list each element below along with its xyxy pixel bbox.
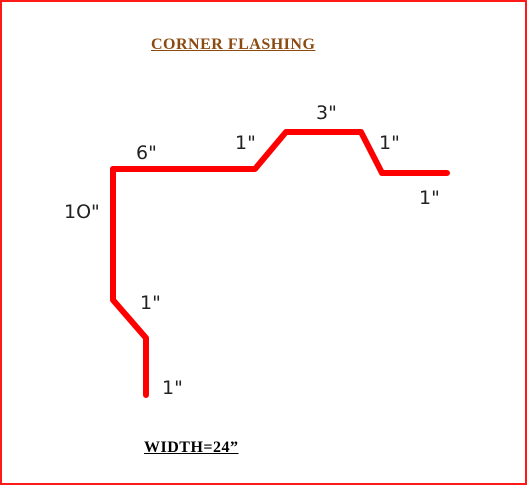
- dimension-top-flat: 3": [316, 102, 337, 124]
- width-label: WIDTH=24”: [144, 439, 239, 456]
- dimension-rise-left: 1": [235, 132, 256, 154]
- flashing-profile-leg: [110, 166, 149, 398]
- dimension-drop-right: 1": [379, 132, 400, 154]
- flashing-profile-line: [110, 129, 450, 176]
- dimension-lower-bend: 1": [140, 292, 161, 314]
- dimension-vertical: 1O": [64, 201, 100, 223]
- dimension-right-leg: 1": [419, 187, 440, 209]
- drawing-title: CORNER FLASHING: [151, 36, 316, 53]
- dimension-top-horizontal: 6": [136, 142, 157, 164]
- dimension-bottom-leg: 1": [162, 377, 183, 399]
